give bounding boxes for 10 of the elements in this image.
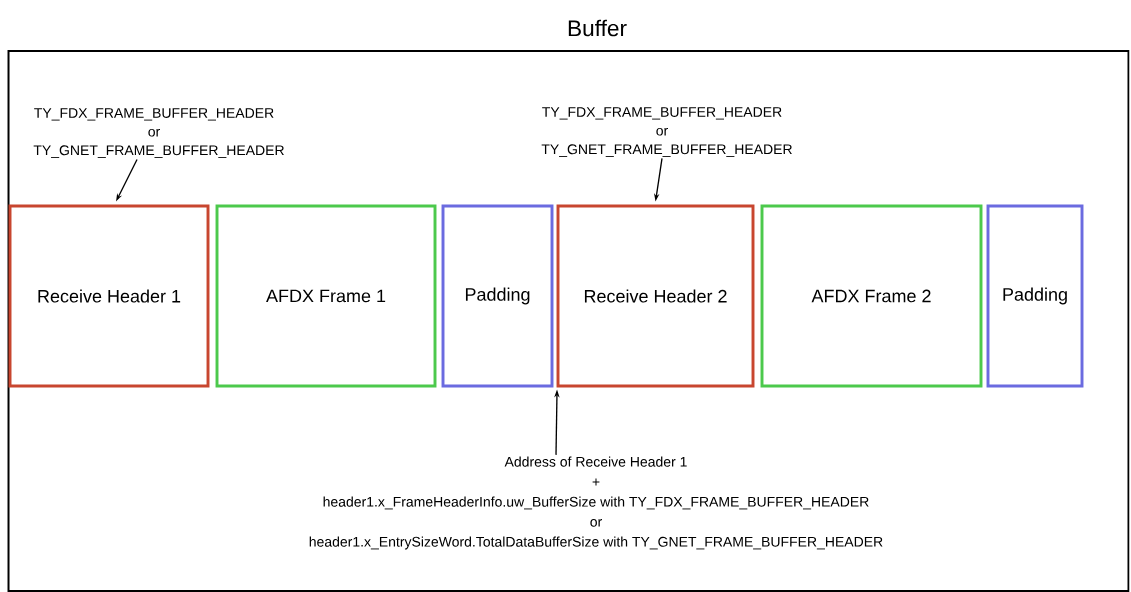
title: Buffer <box>568 19 627 37</box>
memory-block: Padding <box>986 204 1084 388</box>
memory-block: Receive Header 2 <box>556 204 755 388</box>
address-note: Address of Receive Header 1 + header1.x_FrameHeaderInfo.uw_BufferSize with TY_FDX_FRAME_BUFFER_HEADER or header1.x_EntrySizeWord.TotalDataBufferSize with TY_GNET_FRAME_BUFFER_HEADER <box>309 456 883 550</box>
memory-block: Padding <box>441 204 554 388</box>
type-label: TY_FDX_FRAME_BUFFER_HEADER or TY_GNET_FRAME_BUFFER_HEADER <box>541 107 792 157</box>
type-label: TY_FDX_FRAME_BUFFER_HEADER or TY_GNET_FRAME_BUFFER_HEADER <box>33 108 284 158</box>
memory-block: Receive Header 1 <box>8 204 210 388</box>
memory-block: AFDX Frame 1 <box>215 204 437 388</box>
memory-block: AFDX Frame 2 <box>760 204 983 388</box>
